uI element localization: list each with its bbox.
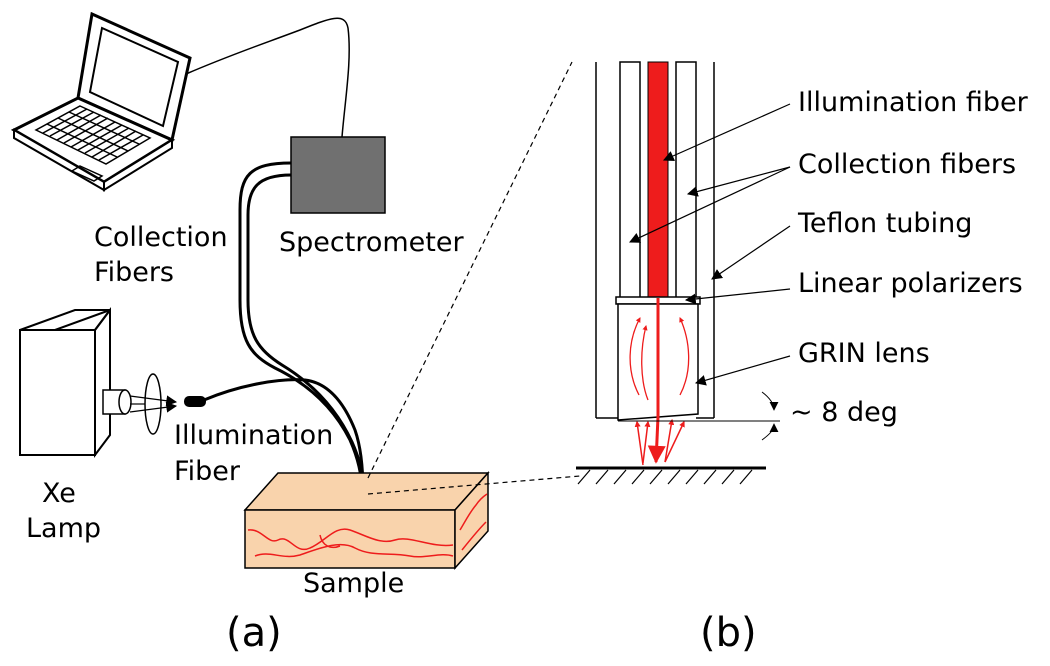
collection-fiber-left — [619, 61, 641, 299]
collection-fibers-label-line1: Collection — [94, 222, 228, 253]
angle-label: ~ 8 deg — [790, 397, 898, 428]
panel-a: Spectrometer Collection Fibers Xe Lamp I… — [10, 11, 581, 656]
laptop-icon — [10, 11, 192, 192]
illumination-fiber-label-line1: Illumination — [174, 420, 333, 451]
grin-lens-label: GRIN lens — [798, 338, 930, 369]
linear-polarizers-label: Linear polarizers — [798, 268, 1023, 299]
illumination-fiber — [203, 378, 365, 493]
sample-label: Sample — [303, 568, 404, 599]
panel-b-caption: (b) — [700, 610, 757, 656]
collection-fibers-label: Collection fibers — [798, 149, 1016, 180]
spectrometer-label: Spectrometer — [279, 227, 464, 258]
collection-fibers-label-line2: Fibers — [94, 257, 174, 288]
teflon-tubing-label: Teflon tubing — [797, 208, 972, 239]
surface-hatching — [577, 469, 753, 485]
panel-a-caption: (a) — [226, 610, 282, 656]
illumination-fiber-core — [647, 61, 669, 299]
fiber-connector — [184, 396, 206, 407]
collection-fiber-2 — [246, 173, 366, 493]
data-cable — [185, 17, 350, 138]
xe-lamp-icon — [19, 307, 178, 458]
spectrometer-box — [290, 136, 386, 214]
lens-icon — [144, 373, 162, 435]
illumination-fiber-label: Illumination fiber — [798, 87, 1029, 118]
illumination-fiber-label-line2: Fiber — [174, 456, 241, 487]
panel-b: ~ 8 deg Illumination fiber Collection fi… — [576, 61, 1029, 656]
zoom-line-top — [367, 61, 573, 479]
sample-block — [243, 471, 490, 570]
collection-fiber-right — [675, 61, 697, 299]
lamp-label-line2: Lamp — [26, 513, 101, 544]
lamp-label-line1: Xe — [42, 478, 76, 509]
